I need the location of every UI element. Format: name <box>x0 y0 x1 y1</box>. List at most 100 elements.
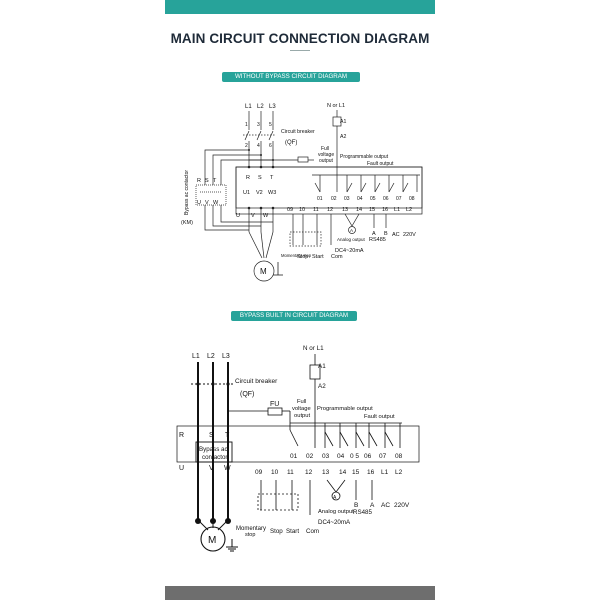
d2-btn-momentary-stop: stop <box>245 532 255 538</box>
d1-btn-momentary-stop: Momentary stop <box>281 253 312 258</box>
d1-contactor-u: U <box>197 200 201 206</box>
d2-analog-output: Analog output <box>318 509 354 515</box>
d1-ctrl-15: 15 <box>369 207 375 213</box>
d2-relay-08: 08 <box>395 453 403 460</box>
d2-btn-momentary: Momentary <box>236 526 266 532</box>
d2-relay-06: 06 <box>364 453 372 460</box>
d2-btn-com: Com <box>306 528 319 535</box>
d1-rs485: RS485 <box>369 237 386 243</box>
d2-fu: FU <box>270 401 279 408</box>
d2-btn-stop: Stop <box>270 528 283 535</box>
d1-neutral-label: N or L1 <box>327 103 345 109</box>
d1-line-l1: L1 <box>245 104 252 110</box>
d1-a1: A1 <box>340 119 346 125</box>
d1-contactor-code: (KM) <box>181 220 193 226</box>
d1-ctrl-l1: L1 <box>394 207 400 213</box>
d1-relay-06: 06 <box>383 196 389 202</box>
d2-relay-01: 01 <box>290 453 298 460</box>
d1-pole-3: 3 <box>257 122 260 128</box>
d1-input-t: T <box>270 175 274 181</box>
d1-programmable-output: Programmable output <box>340 154 389 160</box>
d1-relay-04: 04 <box>357 196 363 202</box>
d2-rs485-a: A <box>370 502 375 509</box>
d1-dc: DC4~20mA <box>335 248 364 254</box>
d2-contactor-label-2: contactor <box>202 454 227 461</box>
d1-contactor-s: S <box>205 178 209 184</box>
d2-a2: A2 <box>318 383 326 390</box>
d2-ac: AC <box>381 502 390 509</box>
d2-motor: M <box>208 535 216 546</box>
d2-contactor-label-1: Bypass ac <box>199 446 228 453</box>
d1-ctrl-13: 13 <box>342 207 348 213</box>
d2-full-voltage-2: voltage <box>292 406 311 412</box>
d1-contactor-v: V <box>205 200 209 206</box>
d1-pole-1: 1 <box>245 122 248 128</box>
section-badge-without-bypass: WITHOUT BYPASS CIRCUIT DIAGRAM <box>222 72 360 82</box>
d2-relay-02: 02 <box>306 453 314 460</box>
d1-220v: 220V <box>403 232 416 238</box>
d2-ctrl-09: 09 <box>255 469 263 476</box>
d1-pole-2: 2 <box>245 143 248 149</box>
d1-relay-07: 07 <box>396 196 402 202</box>
d1-full-voltage-2: voltage <box>318 152 334 158</box>
d1-breaker-label: Circuit breaker <box>281 129 315 135</box>
d2-input-t: T <box>225 432 230 439</box>
d2-input-s: S <box>209 432 214 439</box>
d1-full-voltage-1: Full <box>321 146 329 152</box>
d2-breaker-code: (QF) <box>240 391 254 398</box>
d2-ctrl-16: 16 <box>367 469 375 476</box>
d2-a1: A1 <box>318 363 326 370</box>
d1-output-v2: V2 <box>256 190 263 196</box>
section-badge-bypass-built-in: BYPASS BUILT IN CIRCUIT DIAGRAM <box>231 311 357 321</box>
d1-line-l2: L2 <box>257 104 264 110</box>
d2-breaker-label: Circuit breaker <box>235 378 278 385</box>
d1-a2: A2 <box>340 134 346 140</box>
d2-neutral-label: N or L1 <box>303 345 324 352</box>
d1-btn-start: Start <box>312 254 324 260</box>
d1-analog-a: A <box>350 228 353 233</box>
d1-input-r: R <box>246 175 250 181</box>
d1-ctrl-11: 11 <box>313 207 319 213</box>
d2-220v: 220V <box>394 502 410 509</box>
d1-bottom-v: V <box>251 213 255 219</box>
d1-relay-05: 05 <box>370 196 376 202</box>
d2-ctrl-14: 14 <box>339 469 347 476</box>
d2-input-r: R <box>179 432 184 439</box>
d2-ctrl-l1: L1 <box>381 469 389 476</box>
d1-pole-5: 5 <box>269 122 272 128</box>
d2-ctrl-l2: L2 <box>395 469 403 476</box>
d1-ac: AC <box>392 232 400 238</box>
bottom-accent-bar <box>165 586 435 600</box>
d1-contactor-label: Bypass ac contactor <box>184 170 190 215</box>
d2-ctrl-10: 10 <box>271 469 279 476</box>
d2-output-w: W <box>224 465 231 472</box>
d2-relay-03: 03 <box>322 453 330 460</box>
d1-ctrl-12: 12 <box>327 207 333 213</box>
d2-relay-04: 04 <box>337 453 345 460</box>
d2-relay-05: 0 5 <box>350 453 359 460</box>
d2-line-l1: L1 <box>192 353 200 360</box>
d2-relay-07: 07 <box>379 453 387 460</box>
d2-dc: DC4~20mA <box>318 519 351 526</box>
d1-motor: M <box>260 267 267 276</box>
title-underline <box>290 50 310 51</box>
d1-ctrl-16: 16 <box>382 207 388 213</box>
d2-ctrl-12: 12 <box>305 469 313 476</box>
d2-fault-output: Fault output <box>364 414 395 420</box>
d2-programmable-output: Programmable output <box>317 406 373 412</box>
d2-ctrl-15: 15 <box>352 469 360 476</box>
d2-analog-a: A <box>333 495 337 501</box>
d1-bottom-w: W <box>263 213 269 219</box>
d1-relay-02: 02 <box>331 196 337 202</box>
d1-contactor-r: R <box>197 178 201 184</box>
d2-btn-start: Start <box>286 528 299 535</box>
d1-output-w3: W3 <box>268 190 276 196</box>
d1-analog-output: Analog output <box>337 237 366 242</box>
d1-breaker-code: (QF) <box>285 140 297 146</box>
d1-contactor-w: W <box>213 200 219 206</box>
d1-line-l3: L3 <box>269 104 276 110</box>
d1-pole-6: 6 <box>269 143 272 149</box>
d1-pole-4: 4 <box>257 143 260 149</box>
d1-fault-output: Fault output <box>367 161 394 167</box>
